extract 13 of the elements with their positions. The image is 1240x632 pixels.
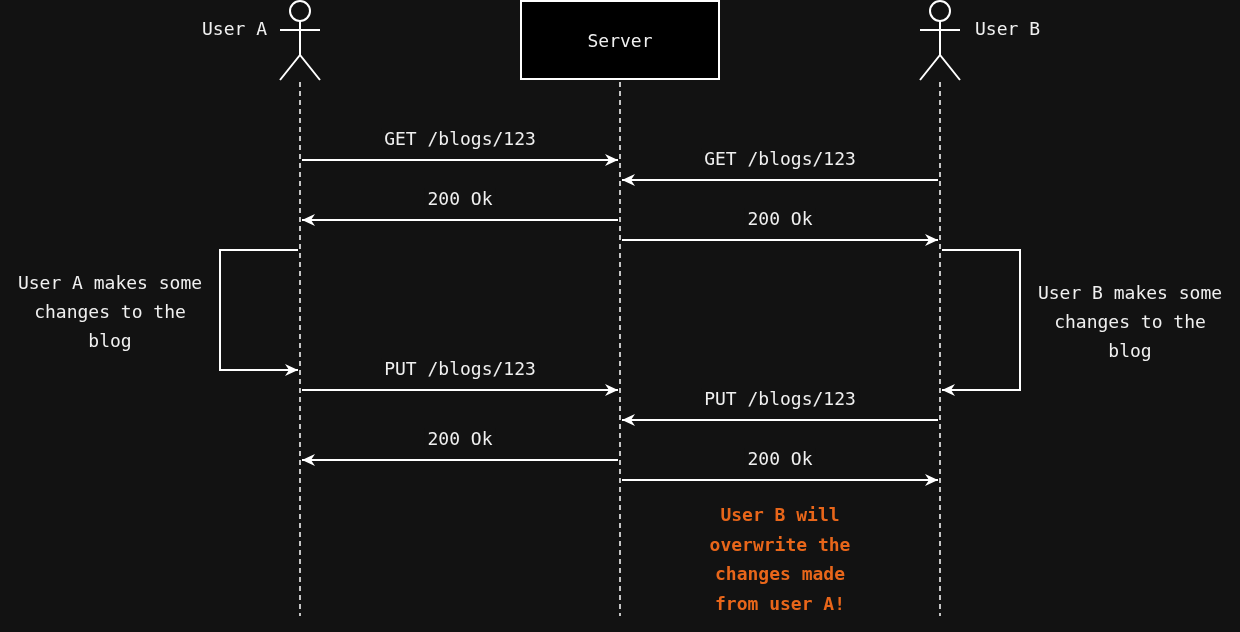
message-arrow (301, 454, 619, 466)
participant-box: Server (520, 0, 720, 80)
message-arrow (941, 249, 1021, 396)
message-arrow (621, 234, 939, 246)
actor-label: User A (201, 17, 267, 41)
message-arrow (621, 174, 939, 186)
actor-label: User B (975, 17, 1041, 41)
message-arrow (219, 249, 299, 376)
message-arrow (621, 414, 939, 426)
message-arrow (621, 474, 939, 486)
message-arrow (301, 384, 619, 396)
message-arrow (301, 214, 619, 226)
message-arrow (301, 154, 619, 166)
